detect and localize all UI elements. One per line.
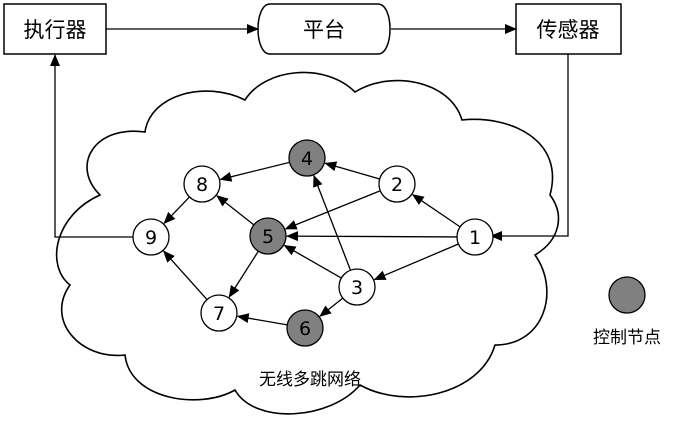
actuator-label: 执行器 bbox=[24, 18, 87, 42]
node-8: 8 bbox=[184, 166, 220, 202]
node-6: 6 bbox=[287, 310, 323, 346]
node-4-label: 4 bbox=[301, 148, 313, 170]
node-1: 1 bbox=[457, 219, 493, 255]
sensor-block: 传感器 bbox=[516, 4, 621, 54]
legend-label: 控制节点 bbox=[593, 328, 661, 348]
node-3-label: 3 bbox=[351, 277, 363, 299]
node-5-label: 5 bbox=[262, 226, 274, 248]
node-4: 4 bbox=[289, 140, 325, 176]
actuator-block: 执行器 bbox=[4, 4, 106, 54]
node-3: 3 bbox=[339, 269, 375, 305]
node-9-label: 9 bbox=[145, 227, 157, 249]
node-9: 9 bbox=[133, 219, 169, 255]
node-2-label: 2 bbox=[391, 174, 403, 196]
edge-1-to-5 bbox=[287, 236, 457, 237]
network-label: 无线多跳网络 bbox=[259, 370, 361, 390]
platform-block: 平台 bbox=[258, 4, 390, 54]
legend-control-node-swatch bbox=[609, 277, 645, 313]
node-8-label: 8 bbox=[196, 174, 208, 196]
legend: 控制节点 bbox=[593, 277, 661, 348]
sensor-label: 传感器 bbox=[537, 18, 600, 42]
node-7: 7 bbox=[201, 295, 237, 331]
node-2: 2 bbox=[379, 166, 415, 202]
platform-label: 平台 bbox=[303, 18, 345, 42]
node-7-label: 7 bbox=[213, 303, 225, 325]
node-1-label: 1 bbox=[469, 227, 481, 249]
node-5: 5 bbox=[250, 218, 286, 254]
node-6-label: 6 bbox=[299, 318, 311, 340]
